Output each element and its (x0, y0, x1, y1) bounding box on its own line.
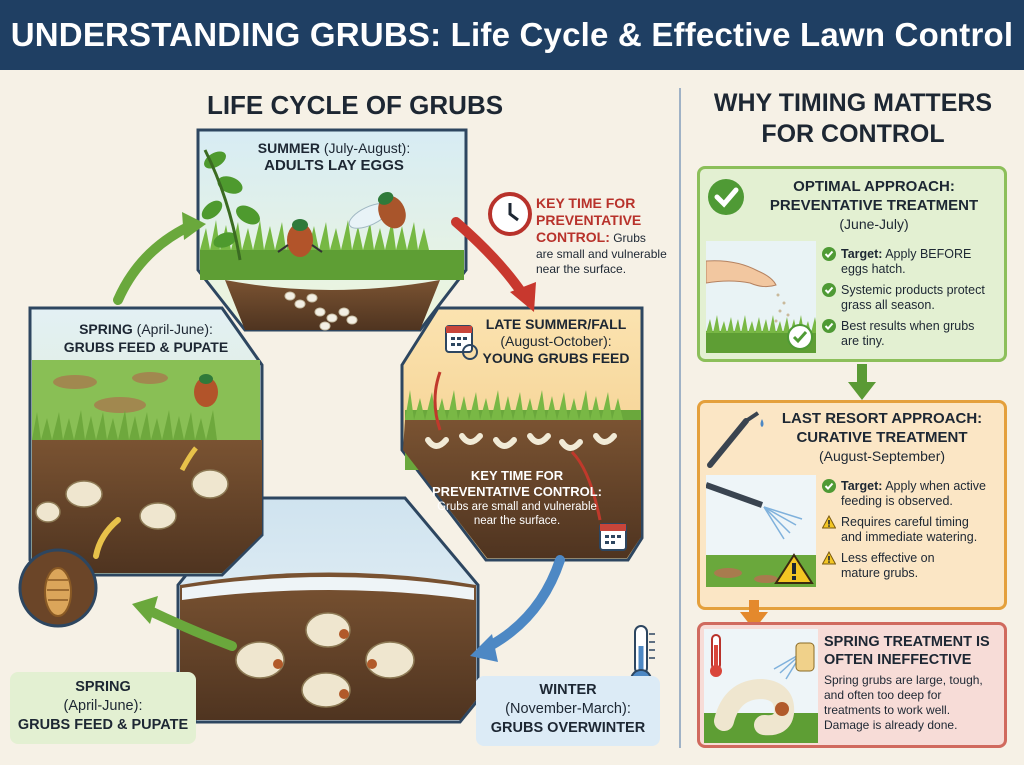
late-key-text-1: Grubs are small and vulnerable (437, 501, 597, 513)
spraying-lawn-image (706, 475, 816, 587)
life-cycle-title: LIFE CYCLE OF GRUBS (206, 90, 504, 120)
key-time-heading-3: CONTROL: (536, 229, 610, 245)
spring-treatment-heading: SPRING TREATMENT IS OFTEN INEFFECTIVE (824, 633, 1006, 669)
spring-treatment-heading-1: SPRING TREATMENT IS (824, 634, 990, 650)
check-circle-icon (822, 319, 836, 333)
summer-panel (196, 128, 468, 332)
key-time-heading-1: KEY TIME FOR (536, 195, 636, 211)
calendar-icon-2 (599, 523, 627, 551)
magnifier-icon (462, 344, 478, 360)
optimal-heading: OPTIMAL APPROACH: PREVENTATIVE TREATMENT… (748, 177, 1000, 234)
spring-panel (28, 306, 264, 577)
key-time-text-2: are small and vulnerable (536, 247, 667, 261)
winter-label: WINTER (November-March): GRUBS OVERWINTE… (476, 676, 660, 746)
header-banner: UNDERSTANDING GRUBS: Life Cycle & Effect… (0, 0, 1024, 70)
late-summer-months: (August-October): (500, 333, 612, 349)
late-key-text-2: near the surface. (473, 515, 561, 527)
grub-thermometer-image (704, 629, 818, 743)
winter-panel (176, 496, 480, 724)
warning-icon (822, 515, 836, 529)
cycle-arrows (93, 212, 565, 662)
key-time-callout: KEY TIME FOR PREVENTATIVE CONTROL: Grubs… (536, 195, 678, 277)
rose-leaves (201, 151, 260, 248)
last-resort-heading-1: LAST RESORT APPROACH: (781, 410, 983, 427)
last-resort-heading-2: CURATIVE TREATMENT (796, 429, 968, 446)
last-resort-heading: LAST RESORT APPROACH: CURATIVE TREATMENT… (760, 409, 1004, 466)
winter-months: (November-March): (505, 701, 631, 717)
summer-label: SUMMER (July-August): ADULTS LAY EGGS (212, 140, 456, 175)
warning-icon (822, 551, 836, 565)
spring-treatment-heading-2: OFTEN INEFFECTIVE (824, 652, 972, 668)
check-circle-icon (822, 247, 836, 261)
key-time-heading-2: PREVENTATIVE (536, 212, 642, 228)
winter-season: WINTER (539, 682, 597, 698)
eggs (284, 291, 358, 331)
spring-bottom-months: (April-June): (63, 698, 143, 714)
key-time-text-3: near the surface. (536, 262, 627, 276)
last-resort-panel: LAST RESORT APPROACH: CURATIVE TREATMENT… (697, 400, 1007, 610)
late-summer-label: LATE SUMMER/FALL (August-October): YOUNG… (470, 316, 642, 367)
spring-top-stage: GRUBS FEED & PUPATE (63, 339, 229, 355)
spring-top-label: SPRING (April-June): GRUBS FEED & PUPATE (36, 320, 256, 356)
timing-title-line-2: FOR CONTROL (761, 120, 945, 148)
late-summer-season: LATE SUMMER/FALL (485, 316, 627, 332)
spring-treatment-panel: SPRING TREATMENT IS OFTEN INEFFECTIVE Sp… (697, 622, 1007, 748)
clock-icon (488, 192, 532, 236)
optimal-heading-1: OPTIMAL APPROACH: (793, 178, 955, 195)
spring-grubs (35, 469, 229, 530)
sprayer-icon (707, 411, 764, 468)
calendar-icon (445, 325, 473, 353)
beetle-icon (277, 219, 323, 257)
last-resort-months: (August-September) (818, 448, 946, 464)
summer-stage: ADULTS LAY EGGS (264, 156, 404, 174)
flying-beetle-icon (348, 192, 406, 229)
timing-title-line-1: WHY TIMING MATTERS (713, 89, 993, 117)
key-time-text-1: Grubs (609, 231, 646, 245)
young-grubs (425, 433, 617, 451)
optimal-approach-panel: OPTIMAL APPROACH: PREVENTATIVE TREATMENT… (697, 166, 1007, 362)
late-key-heading-2: PREVENTATIVE CONTROL: (432, 484, 602, 499)
optimal-heading-2: PREVENTATIVE TREATMENT (769, 197, 979, 214)
checkmark-icon (708, 179, 744, 215)
spring-bottom-season: SPRING (75, 679, 131, 695)
check-circle-icon (822, 479, 836, 493)
hand-spreading-image (706, 241, 816, 353)
late-summer-stage: YOUNG GRUBS FEED (482, 350, 630, 366)
late-key-heading-1: KEY TIME FOR (470, 468, 564, 483)
check-circle-icon (822, 283, 836, 297)
page-title: UNDERSTANDING GRUBS: Life Cycle & Effect… (11, 16, 1014, 54)
spring-top-season: SPRING (79, 321, 133, 337)
life-cycle-diagram (18, 128, 655, 724)
optimal-months: (June-July) (839, 216, 909, 232)
title-caps: UNDERSTANDING GRUBS: (10, 16, 442, 53)
timing-title: WHY TIMING MATTERS FOR CONTROL (690, 88, 1016, 150)
pupa-icon (18, 548, 98, 628)
spring-top-months: (April-June): (132, 321, 213, 337)
spring-bottom-label: SPRING (April-June): GRUBS FEED & PUPATE (10, 672, 196, 744)
thermometer-icon-red (710, 634, 722, 677)
title-rest: Life Cycle & Effective Lawn Control (441, 16, 1014, 53)
summer-months: (July-August): (319, 140, 411, 156)
late-key-time-label: KEY TIME FOR PREVENTATIVE CONTROL: Grubs… (412, 468, 622, 528)
down-arrow-icon (848, 364, 876, 400)
section-divider (679, 88, 681, 748)
winter-stage: GRUBS OVERWINTER (490, 720, 646, 736)
down-arrow-icon-2 (740, 600, 768, 630)
overwintering-grubs (235, 612, 415, 708)
spring-treatment-text: Spring grubs are large, tough, and often… (824, 673, 983, 732)
spring-bottom-stage: GRUBS FEED & PUPATE (17, 717, 189, 733)
summer-season: SUMMER (257, 140, 320, 156)
spring-beetle-icon (194, 374, 218, 407)
late-summer-panel (400, 306, 644, 562)
